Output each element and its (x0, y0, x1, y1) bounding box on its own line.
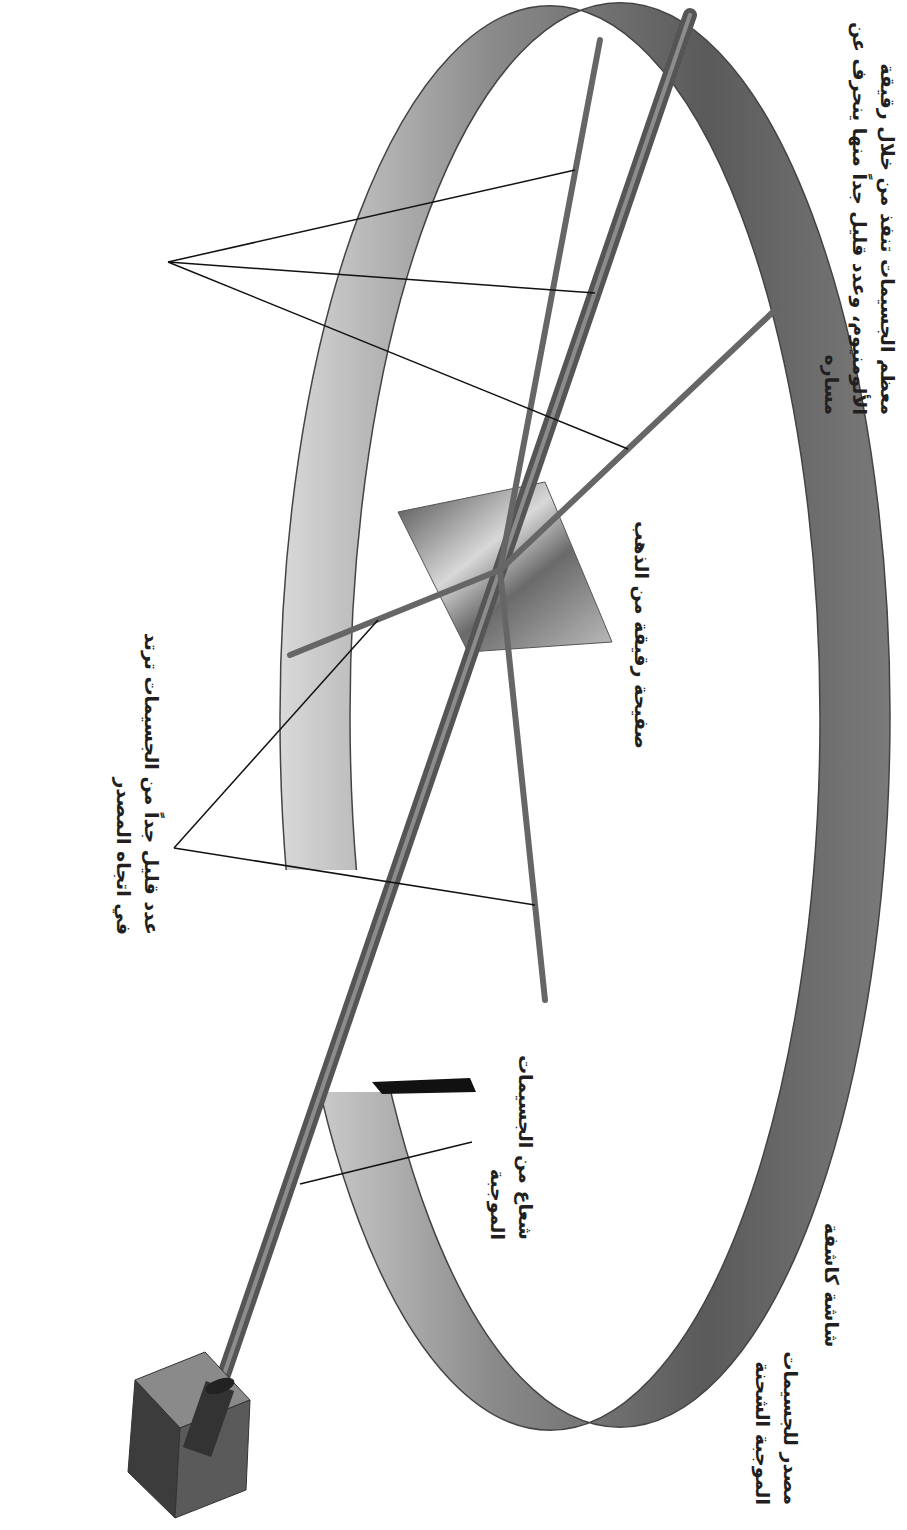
part-label: مصدر للجسيمات الموجبة الشحنة (749, 1335, 805, 1505)
source-box (128, 1380, 180, 1518)
rebound-ray (290, 570, 500, 655)
source-nozzle (197, 1386, 220, 1452)
part-label: شاشة كاشفة (818, 1223, 846, 1348)
part-label: صفيحة رقيقة من الذهب (628, 521, 656, 749)
leader-line (300, 1142, 472, 1184)
leader-line (168, 262, 628, 449)
detector-screen (280, 3, 890, 1430)
part-label: شعاع من الجسيمات الموجبة (484, 1050, 540, 1240)
opening-edge (372, 1078, 476, 1094)
particle-beam (205, 15, 690, 1430)
leader-lines (168, 170, 628, 1184)
nozzle-end (204, 1374, 237, 1397)
callout-text: معظم الجسيمات تنفذ من خلال رقيقة الألومن… (818, 15, 902, 415)
leader-line (168, 170, 575, 262)
leader-line (174, 848, 535, 905)
leader-line (174, 620, 378, 848)
beam-highlight (205, 15, 690, 1430)
rebound-ray (500, 570, 545, 1000)
callout-text: عدد قليل جداً من الجسيمات ترتد في اتجاه … (110, 605, 166, 935)
